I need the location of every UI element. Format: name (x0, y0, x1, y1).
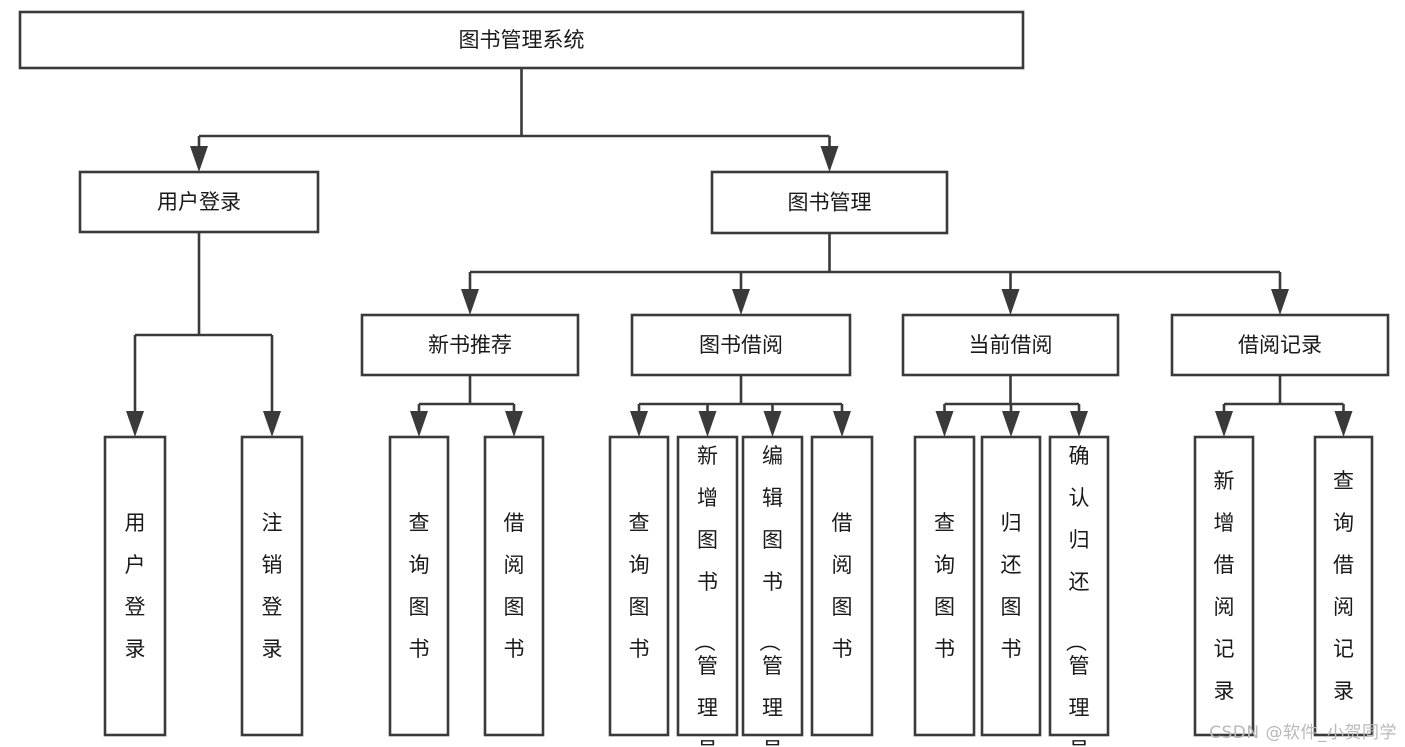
arrow-head-icon (732, 289, 750, 315)
node-box[interactable] (1193, 435, 1255, 737)
leaf-node-4[interactable]: 查询图书 (608, 435, 670, 737)
leaf-node-11[interactable]: 新增借阅记录 (1193, 435, 1255, 737)
node-box[interactable] (913, 435, 976, 737)
node-box[interactable] (810, 435, 874, 737)
node-box[interactable] (360, 313, 580, 377)
node-box[interactable] (608, 435, 670, 737)
arrow-head-icon (763, 411, 782, 437)
level2-node-2[interactable]: 当前借阅 (901, 313, 1120, 377)
node-label: 查询借阅记录 (1333, 469, 1354, 703)
arrow-head-icon (1271, 289, 1289, 315)
node-box[interactable] (78, 170, 320, 234)
node-box[interactable] (630, 313, 852, 377)
leaf-node-8[interactable]: 查询图书 (913, 435, 976, 737)
diagram-nodes: 图书管理系统用户登录图书管理新书推荐图书借阅当前借阅借阅记录用户登录注销登录查询… (18, 10, 1390, 747)
level1-node-1[interactable]: 图书管理 (710, 170, 949, 235)
node-box[interactable] (18, 10, 1025, 70)
node-label: 图书管理 (788, 191, 872, 215)
level2-node-1[interactable]: 图书借阅 (630, 313, 852, 377)
leaf-node-2[interactable]: 查询图书 (388, 435, 450, 737)
arrow-head-icon (410, 411, 428, 437)
node-box[interactable] (710, 170, 949, 235)
node-label: 新增图书（管理员） (692, 444, 718, 747)
arrow-head-icon (190, 146, 208, 172)
node-box[interactable] (1170, 313, 1390, 377)
leaf-node-9[interactable]: 归还图书 (980, 435, 1042, 737)
node-label: 确认归还（管理员） (1064, 444, 1090, 747)
node-box[interactable] (103, 435, 167, 737)
level2-node-0[interactable]: 新书推荐 (360, 313, 580, 377)
arrow-head-icon (461, 289, 479, 315)
arrow-head-icon (263, 411, 281, 437)
arrow-head-icon (1334, 411, 1353, 437)
node-label: 查询图书 (934, 511, 955, 661)
connector-edges (126, 68, 1353, 437)
node-label: 借阅图书 (832, 511, 853, 661)
node-label: 用户登录 (157, 190, 241, 214)
level1-node-0[interactable]: 用户登录 (78, 170, 320, 234)
arrow-head-icon (630, 411, 648, 437)
level2-node-3[interactable]: 借阅记录 (1170, 313, 1390, 377)
node-label: 注销登录 (262, 511, 283, 661)
leaf-node-7[interactable]: 借阅图书 (810, 435, 874, 737)
node-label: 借阅图书 (504, 511, 525, 661)
node-label: 新书推荐 (428, 333, 512, 357)
node-box[interactable] (980, 435, 1042, 737)
node-box[interactable] (741, 435, 804, 737)
node-box[interactable] (1048, 435, 1110, 737)
node-label: 查询图书 (629, 511, 650, 661)
node-label: 图书管理系统 (459, 28, 585, 52)
leaf-node-12[interactable]: 查询借阅记录 (1313, 435, 1374, 737)
arrow-head-icon (1002, 411, 1020, 437)
node-box[interactable] (901, 313, 1120, 377)
leaf-node-5[interactable]: 新增图书（管理员） (676, 435, 739, 747)
arrow-head-icon (505, 411, 523, 437)
node-box[interactable] (240, 435, 304, 737)
node-label: 新增借阅记录 (1214, 469, 1235, 703)
arrow-head-icon (935, 411, 954, 437)
arrow-head-icon (126, 411, 144, 437)
leaf-node-10[interactable]: 确认归还（管理员） (1048, 435, 1110, 747)
leaf-node-0[interactable]: 用户登录 (103, 435, 167, 737)
leaf-node-1[interactable]: 注销登录 (240, 435, 304, 737)
leaf-node-6[interactable]: 编辑图书（管理员） (741, 435, 804, 747)
arrow-head-icon (1070, 411, 1088, 437)
node-label: 当前借阅 (969, 333, 1053, 357)
node-box[interactable] (483, 435, 545, 737)
node-box[interactable] (388, 435, 450, 737)
arrow-head-icon (698, 411, 717, 437)
node-box[interactable] (1313, 435, 1374, 737)
leaf-node-3[interactable]: 借阅图书 (483, 435, 545, 737)
arrow-head-icon (1215, 411, 1233, 437)
root-node-book-management-system[interactable]: 图书管理系统 (18, 10, 1025, 70)
node-label: 归还图书 (1001, 511, 1022, 661)
node-box[interactable] (676, 435, 739, 737)
node-label: 编辑图书（管理员） (757, 444, 783, 747)
node-label: 借阅记录 (1238, 333, 1322, 357)
node-label: 图书借阅 (699, 333, 783, 357)
node-label: 查询图书 (409, 511, 430, 661)
arrow-head-icon (820, 146, 839, 172)
node-label: 用户登录 (125, 511, 146, 661)
arrow-head-icon (833, 411, 851, 437)
arrow-head-icon (1001, 289, 1020, 315)
